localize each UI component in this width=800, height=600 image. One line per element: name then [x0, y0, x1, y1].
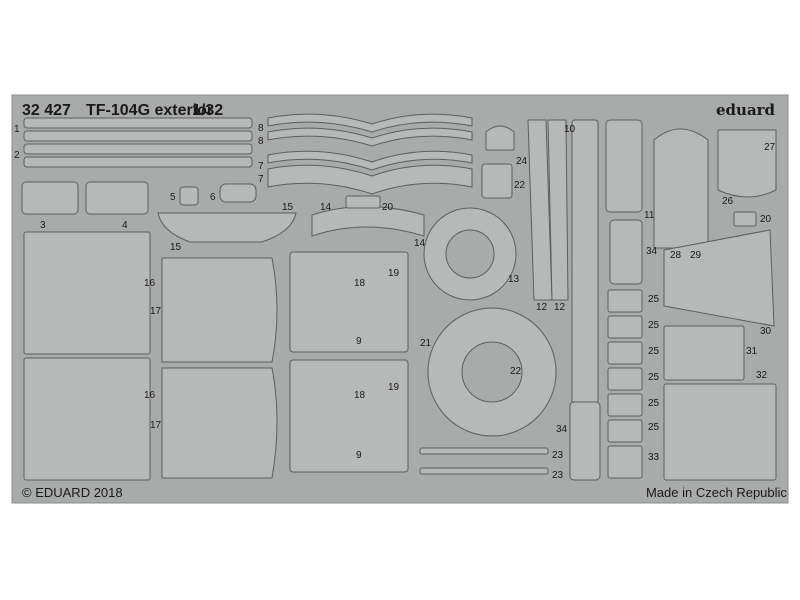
part-22-top: [481, 163, 513, 199]
part-number: 29: [690, 250, 702, 261]
part-number: 3: [40, 220, 46, 231]
part-number: 1: [14, 124, 20, 135]
part-number: 12: [536, 302, 548, 313]
origin-text: Made in Czech Republic: [646, 485, 787, 500]
part-number: 25: [648, 346, 660, 357]
part-23-strips: [419, 447, 549, 475]
part-17-top: [161, 257, 278, 363]
part-number: 23: [552, 450, 564, 461]
part-number: 22: [510, 366, 522, 377]
part-21-ring: [427, 307, 557, 437]
part-number: 31: [746, 346, 758, 357]
part-number: 4: [122, 220, 128, 231]
part-number: 22: [514, 180, 526, 191]
part-number: 33: [648, 452, 660, 463]
part-34-top: [609, 219, 643, 285]
part-number: 18: [354, 390, 366, 401]
part-11: [605, 119, 643, 213]
part-16-bottom: [23, 357, 151, 481]
part-number: 6: [210, 192, 216, 203]
part-number: 34: [556, 424, 568, 435]
part-number: 11: [644, 210, 655, 221]
part-number: 9: [356, 450, 362, 461]
part-20-top: [345, 195, 381, 209]
part-number: 18: [354, 278, 366, 289]
part-number: 25: [648, 294, 660, 305]
part-number: 30: [760, 326, 772, 337]
product-code: 32 427: [22, 102, 71, 119]
part-number: 14: [320, 202, 332, 213]
part-number: 17: [150, 306, 162, 317]
part-number: 7: [258, 174, 264, 185]
part-number: 27: [764, 142, 776, 153]
part-32-33: [663, 383, 777, 481]
part-number: 19: [388, 382, 400, 393]
part-number: 20: [760, 214, 772, 225]
part-number: 2: [14, 150, 20, 161]
part-16-top: [23, 231, 151, 355]
part-12-right: [547, 119, 569, 301]
part-number: 8: [258, 136, 264, 147]
part-number: 20: [382, 202, 394, 213]
part-number: 15: [282, 202, 294, 213]
part-number: 28: [670, 250, 682, 261]
part-24: [485, 125, 515, 151]
part-number: 13: [508, 274, 520, 285]
part-number: 25: [648, 398, 660, 409]
part-number: 25: [648, 422, 660, 433]
part-number: 14: [414, 238, 426, 249]
part-number: 16: [144, 278, 156, 289]
brand-logo: eduard: [716, 101, 776, 119]
part-number: 16: [144, 390, 156, 401]
part-number: 32: [756, 370, 768, 381]
part-number: 34: [646, 246, 658, 257]
part-13-gear: [423, 207, 517, 301]
part-3-4: [21, 181, 149, 215]
part-number: 10: [564, 124, 576, 135]
product-scale: 1/32: [192, 102, 224, 119]
part-number: 21: [420, 338, 432, 349]
part-number: 26: [722, 196, 734, 207]
part-number: 5: [170, 192, 176, 203]
part-1-2-strips: [23, 117, 253, 168]
part-number: 8: [258, 123, 264, 134]
part-31: [663, 325, 745, 381]
part-5: [179, 186, 199, 206]
part-number: 25: [648, 372, 660, 383]
part-number: 9: [356, 336, 362, 347]
part-20-right: [733, 211, 757, 227]
part-number: 7: [258, 161, 264, 172]
part-17-bottom: [161, 367, 278, 479]
part-26-27: [717, 129, 777, 198]
part-number: 23: [552, 470, 564, 481]
part-34-bottom: [569, 401, 601, 481]
part-6: [219, 183, 257, 203]
part-number: 25: [648, 320, 660, 331]
part-7-8-curved-strips: [267, 113, 473, 195]
part-number: 12: [554, 302, 566, 313]
part-30: [663, 229, 775, 327]
part-number: 19: [388, 268, 400, 279]
part-number: 15: [170, 242, 182, 253]
copyright-text: © EDUARD 2018: [22, 485, 123, 500]
product-name: TF-104G exterior: [86, 102, 214, 119]
part-18-19-9-frames: [289, 251, 409, 473]
part-number: 17: [150, 420, 162, 431]
part-number: 24: [516, 156, 528, 167]
part-15: [157, 212, 297, 243]
part-25-stack: [607, 289, 643, 479]
part-28-29: [653, 128, 709, 249]
